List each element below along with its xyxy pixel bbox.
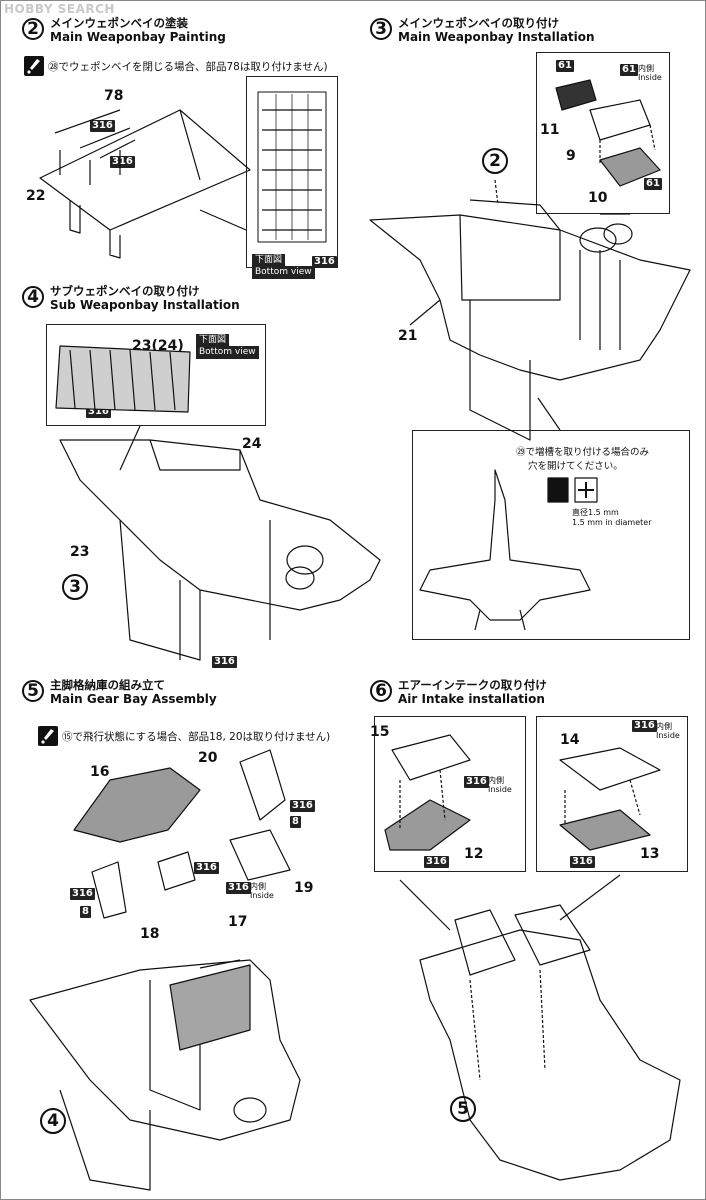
color-61-tag: 61 — [644, 178, 662, 190]
drill-detail-box — [412, 430, 690, 640]
inside-label-en: Inside — [250, 891, 274, 900]
color-316-tag: 316 — [194, 862, 219, 874]
step-3-title-ja: メインウェポンベイの取り付け — [398, 16, 559, 30]
color-316-tag: 316 — [464, 776, 489, 788]
step-4-reference: 4 — [40, 1108, 66, 1134]
inside-label-ja: 内側 — [638, 64, 654, 73]
part-23-label: 23 — [70, 544, 90, 560]
part-16-label: 16 — [90, 764, 110, 780]
color-8-tag: 8 — [80, 906, 91, 918]
color-316-tag: 316 — [110, 156, 135, 168]
color-316-tag: 316 — [570, 856, 595, 868]
color-316-tag: 316 — [312, 256, 337, 268]
part-18-label: 18 — [140, 926, 160, 942]
color-316-tag: 316 — [226, 882, 251, 894]
bottom-view-tag-ja: 下面図 — [252, 254, 286, 267]
inside-label-en: Inside — [488, 785, 512, 794]
color-8-tag: 8 — [290, 816, 301, 828]
step-4-title-en: Sub Weaponbay Installation — [50, 298, 240, 312]
part-14-label: 14 — [560, 732, 580, 748]
color-316-tag: 316 — [632, 720, 657, 732]
inside-label-ja: 内側 — [656, 722, 672, 731]
step-6-number: 6 — [370, 680, 392, 702]
step-2-title-en: Main Weaponbay Painting — [50, 30, 226, 44]
bottom-view-tag-en: Bottom view — [252, 266, 315, 279]
step-3-reference: 3 — [62, 574, 88, 600]
part-17-label: 17 — [228, 914, 248, 930]
color-316-tag: 316 — [424, 856, 449, 868]
part-21-label: 21 — [398, 328, 418, 344]
step-3-number: 3 — [370, 18, 392, 40]
part-20-label: 20 — [198, 750, 218, 766]
part-19-label: 19 — [294, 880, 314, 896]
part-12-label: 12 — [464, 846, 484, 862]
part-15-label: 15 — [370, 724, 390, 740]
watermark: HOBBY SEARCH — [4, 2, 115, 16]
intake-right-detail-box — [536, 716, 688, 872]
bottom-view-tag-ja: 下面図 — [196, 334, 230, 347]
color-61-tag: 61 — [556, 60, 574, 72]
step-5-title-ja: 主脚格納庫の組み立て — [50, 678, 165, 692]
drill-size-ja: 直径1.5 mm — [572, 508, 619, 517]
step-5-note: ⑮で飛行状態にする場合、部品18, 20は取り付けません) — [62, 731, 331, 743]
bottom-view-tag-en: Bottom view — [196, 346, 259, 359]
step-4-number: 4 — [22, 286, 44, 308]
step-2-title-ja: メインウェポンベイの塗装 — [50, 16, 188, 30]
part-78-label: 78 — [104, 88, 124, 104]
part-22-label: 22 — [26, 188, 46, 204]
step-2-number: 2 — [22, 18, 44, 40]
step-5-title-en: Main Gear Bay Assembly — [50, 692, 217, 706]
color-316-tag: 316 — [212, 656, 237, 668]
inside-label-en: Inside — [638, 73, 662, 82]
color-316-tag: 316 — [290, 800, 315, 812]
step-6-title-ja: エアーインテークの取り付け — [398, 678, 547, 692]
part-11-label: 11 — [540, 122, 560, 138]
part-24-label: 24 — [242, 436, 262, 452]
color-61-tag: 61 — [620, 64, 638, 76]
inside-label-ja: 内側 — [488, 776, 504, 785]
part-10-label: 10 — [588, 190, 608, 206]
drill-note-line1: ㉙で増槽を取り付ける場合のみ — [516, 447, 650, 458]
inside-label-en: Inside — [656, 731, 680, 740]
step-6-title-en: Air Intake installation — [398, 692, 545, 706]
step-3-title-en: Main Weaponbay Installation — [398, 30, 595, 44]
part-13-label: 13 — [640, 846, 660, 862]
drill-size-en: 1.5 mm in diameter — [572, 518, 652, 527]
drill-note-line2: 穴を開けてください。 — [528, 461, 623, 472]
caution-icon — [24, 56, 44, 76]
step-5-number: 5 — [22, 680, 44, 702]
color-316-tag: 316 — [70, 888, 95, 900]
inside-label-ja: 内側 — [250, 882, 266, 891]
part-9-label: 9 — [566, 148, 576, 164]
step-2-note: ㉘でウェポンベイを閉じる場合、部品78は取り付けません) — [48, 61, 328, 73]
step-5-reference: 5 — [450, 1096, 476, 1122]
color-316-tag: 316 — [90, 120, 115, 132]
caution-icon — [38, 726, 58, 746]
step-4-title-ja: サブウェポンベイの取り付け — [50, 284, 200, 298]
step-2-reference: 2 — [482, 148, 508, 174]
